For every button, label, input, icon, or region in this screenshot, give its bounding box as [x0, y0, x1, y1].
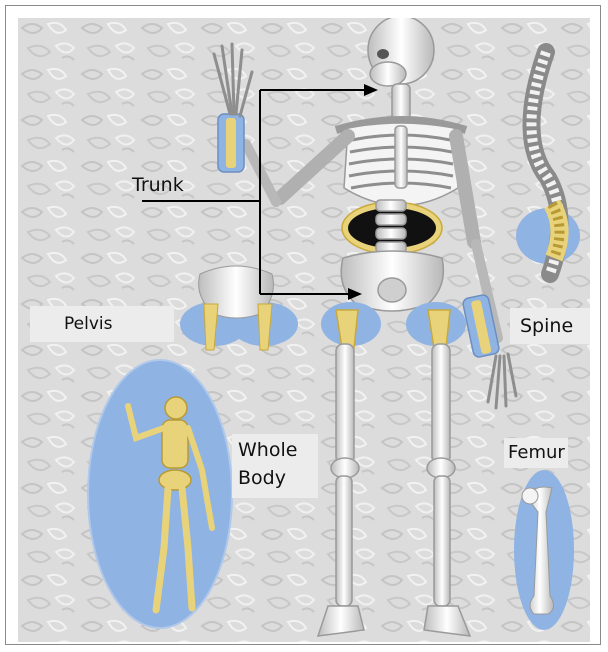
- label-pelvis: Pelvis: [30, 306, 174, 342]
- label-whole-body: Whole Body: [232, 434, 318, 498]
- femur-figure: [514, 470, 574, 630]
- skull-eye: [377, 49, 389, 59]
- neck-vertebrae: [392, 84, 410, 120]
- label-femur: Femur: [504, 438, 568, 468]
- label-whole-body-line2: Body: [238, 464, 312, 492]
- label-whole-body-line1: Whole: [238, 436, 312, 464]
- label-trunk: Trunk: [132, 174, 184, 196]
- right-knee: [427, 458, 455, 478]
- whole-body-figure: [88, 360, 232, 628]
- left-tibia: [336, 476, 352, 606]
- left-femur: [336, 344, 354, 464]
- left-knee: [331, 458, 359, 478]
- mini-pelvis: [159, 470, 191, 490]
- pelvis-hole: [378, 278, 406, 302]
- mini-skull: [165, 397, 187, 419]
- left-forearm-yellow: [226, 118, 236, 168]
- sternum: [395, 126, 407, 188]
- label-spine: Spine: [510, 308, 590, 344]
- right-tibia: [434, 476, 450, 606]
- skull-jaw: [370, 62, 406, 86]
- right-femur: [432, 344, 450, 464]
- skeleton-diagram: Trunk Pelvis Spine Whole Body Femur: [18, 18, 590, 642]
- femur-head: [522, 488, 538, 504]
